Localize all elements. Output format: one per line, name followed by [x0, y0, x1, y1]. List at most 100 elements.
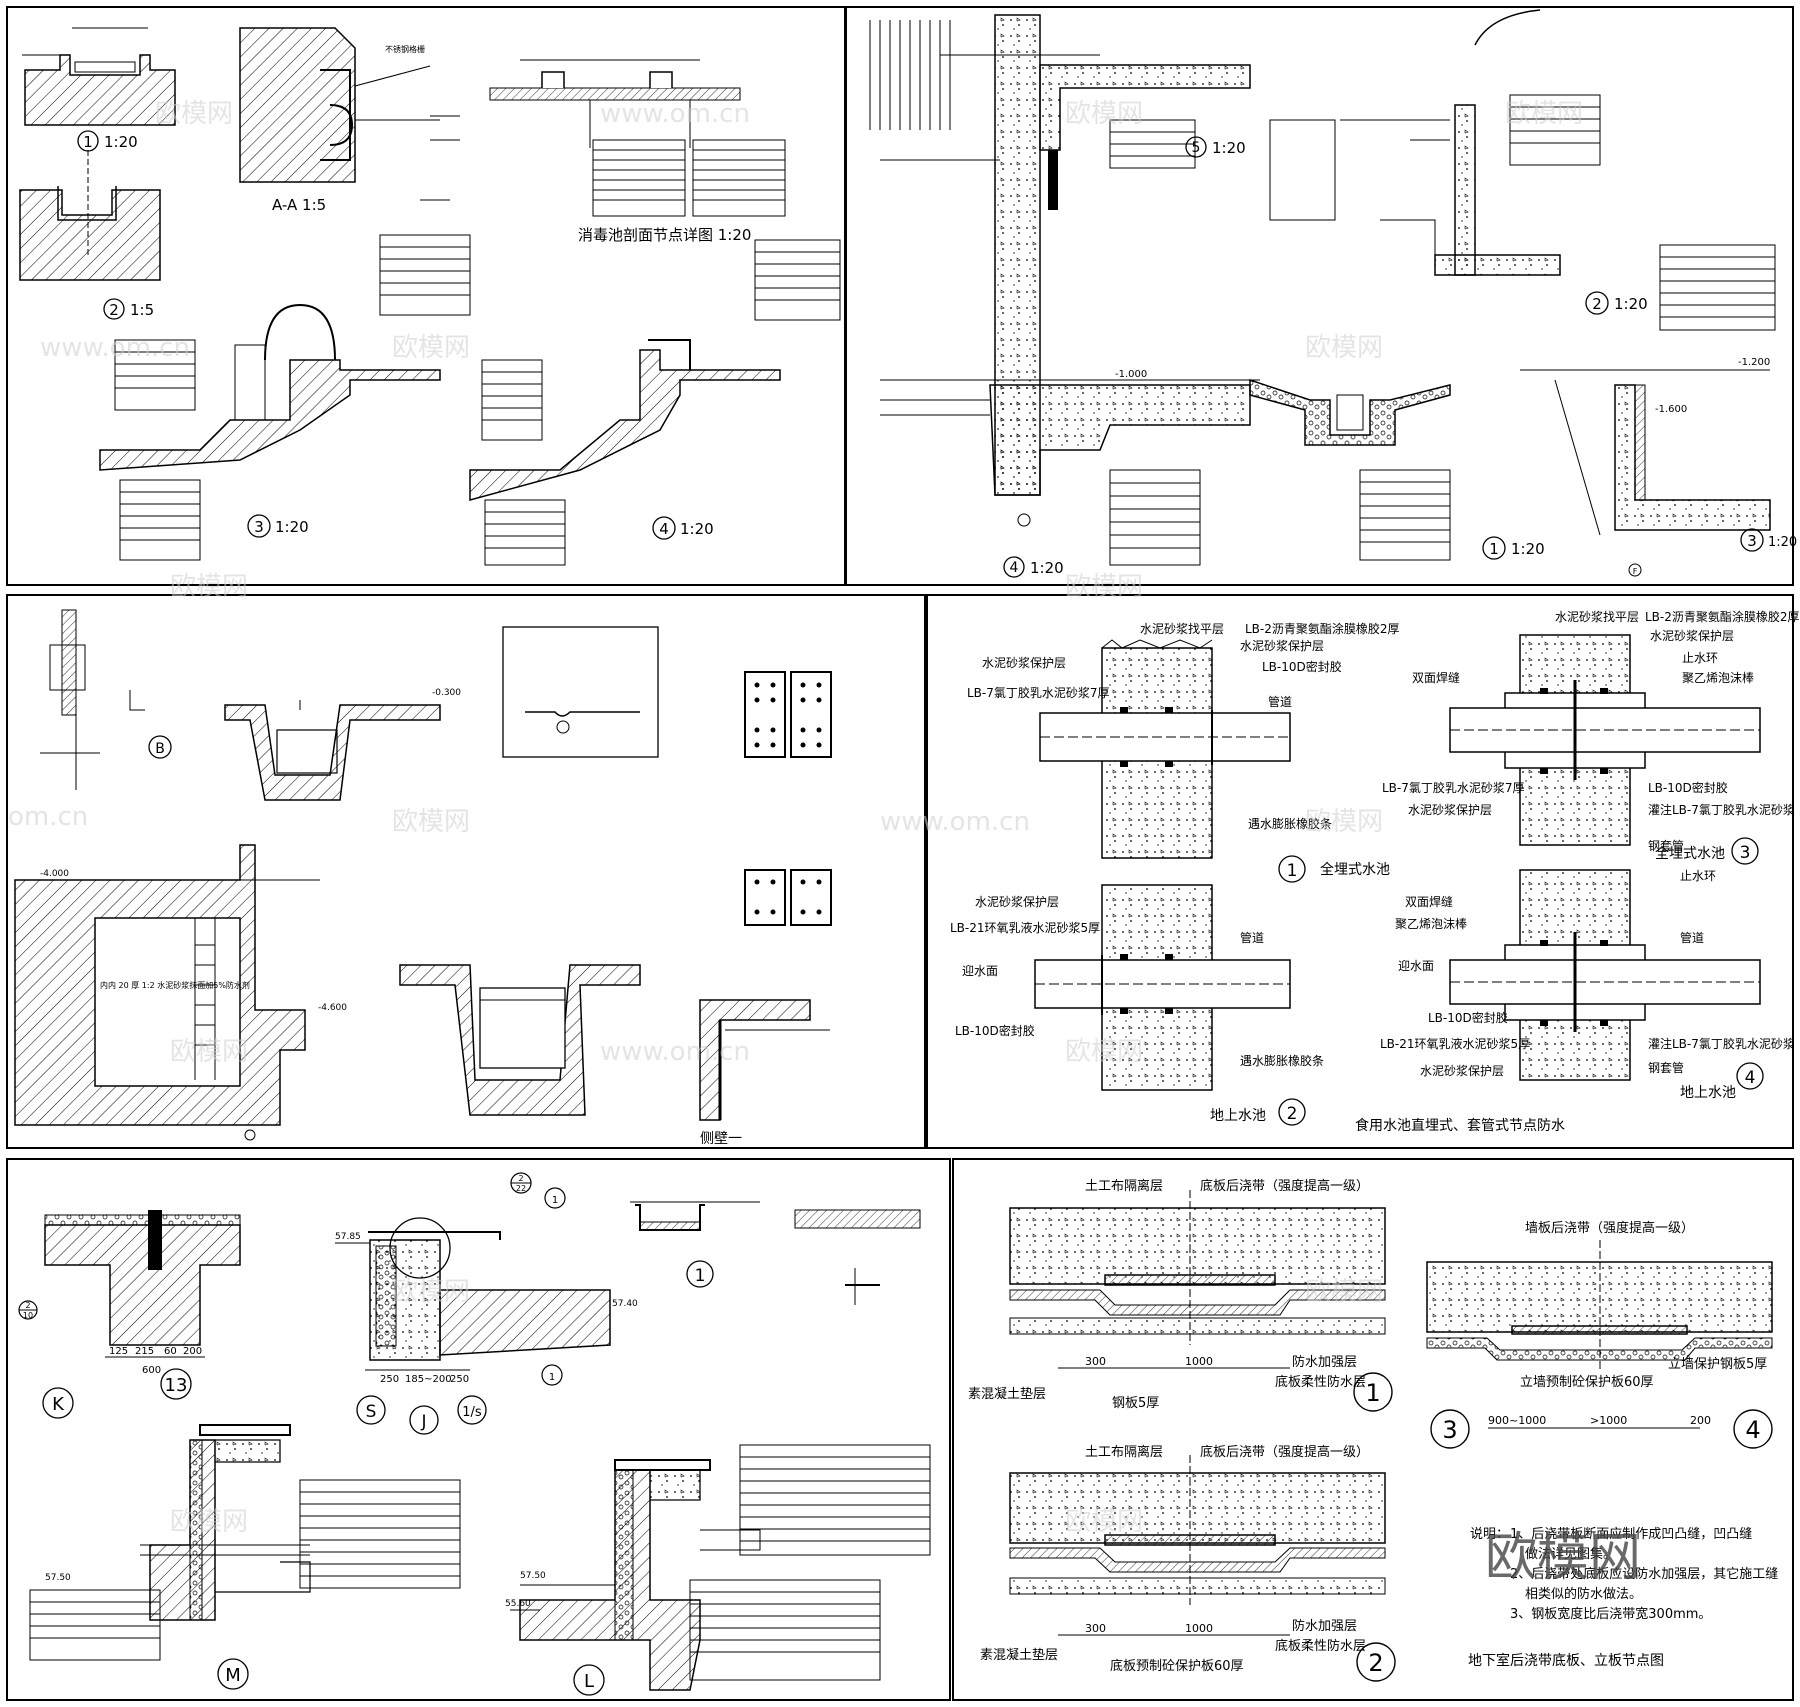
layer-label: LB-2沥青聚氨酯涂膜橡胶2厚: [1645, 609, 1800, 624]
large-tank: [14, 844, 320, 1141]
detail-marker-number: 1: [1365, 1379, 1380, 1407]
watermark-domain: www.om.cn: [880, 807, 1030, 837]
dimension: >1000: [1590, 1414, 1627, 1427]
side-wall-detail: [699, 999, 830, 1121]
layer-label: LB-21环氧乳液水泥砂浆5厚: [950, 920, 1100, 935]
detail-marker-number: S: [366, 1402, 377, 1422]
panel-title: 地下室后浇带底板、立板节点图: [1468, 1652, 1664, 1669]
watermark-brand: 欧模网: [155, 99, 233, 129]
detail-b: [40, 609, 145, 790]
layer-label: 水泥砂浆保护层: [982, 655, 1066, 670]
detail-l: [510, 1459, 761, 1691]
vertical-notes: [869, 20, 951, 130]
layer-label: 水泥砂浆找平层: [1140, 621, 1224, 636]
pit-3-section: [1520, 369, 1771, 577]
detail-marker-number: 3: [1740, 843, 1751, 863]
detail-3-section: [99, 234, 471, 561]
layer-label: LB-10D密封胶: [1262, 659, 1342, 674]
detail-marker-number: 2: [1592, 295, 1602, 313]
pipe-detail-3: [1449, 634, 1761, 846]
panel-frame: [6, 1158, 951, 1701]
panel-frame: [926, 594, 1794, 1149]
strip-detail-34: [1426, 1240, 1773, 1429]
layer-label: 钢套管: [1648, 838, 1684, 853]
detail-marker: [1736, 1062, 1764, 1090]
elevation-label: 57.50: [520, 1571, 546, 1581]
detail-marker: [686, 1260, 714, 1288]
layer-label: 止水环: [1680, 869, 1716, 883]
detail-marker: [457, 1395, 487, 1425]
detail-marker-number: 4: [1745, 1416, 1760, 1444]
detail-marker: [1740, 528, 1764, 552]
detail-marker: [1356, 1642, 1396, 1682]
detail-marker: [573, 1664, 605, 1696]
detail-k: [44, 1210, 241, 1358]
detail-marker: [103, 298, 125, 320]
detail-marker-number: 5: [1192, 140, 1201, 156]
layer-label: LB-7氯丁胶乳水泥砂浆7厚: [1382, 780, 1525, 795]
pipe-detail-4: [1449, 869, 1761, 1081]
detail-marker-number: K: [52, 1394, 65, 1415]
watermark-brand: 欧模网: [170, 572, 248, 602]
detail-marker: [1278, 855, 1306, 883]
water-face-label: 迎水面: [962, 964, 998, 978]
water-face-label: 迎水面: [1398, 959, 1434, 973]
layer-label: 遇水膨胀橡胶条: [1240, 1053, 1324, 1068]
detail-marker-number: 1: [552, 1195, 558, 1206]
side-wall-label: 侧壁一: [700, 1131, 742, 1147]
dimension: 300: [1085, 1622, 1106, 1635]
small-detail-box: [502, 626, 659, 758]
layer-label: LB-10D密封胶: [1428, 1010, 1508, 1025]
flange-plates: [744, 671, 832, 926]
layer-label: 立墙保护钢板5厚: [1668, 1357, 1767, 1372]
pipe-detail-2: [1034, 884, 1291, 1091]
panel-basement-walls: 5 1:20 -1.000 4 1:20: [869, 9, 1797, 578]
drain-trench: [1249, 378, 1451, 561]
detail-marker: [652, 516, 676, 540]
dimension: 1000: [1185, 1622, 1213, 1635]
watermark-brand: 欧模网: [1065, 572, 1143, 602]
detail-marker-number: M: [225, 1665, 241, 1686]
watermark-brand: 欧模网: [1505, 99, 1583, 129]
layer-label: LB-7氯丁胶乳水泥砂浆7厚: [967, 685, 1110, 700]
aa-section: [239, 27, 460, 201]
layer-label: 土工布隔离层: [1085, 1444, 1163, 1460]
detail-marker-number: 2: [25, 1301, 30, 1310]
panel-frame: [952, 1158, 1794, 1701]
detail-marker: [356, 1395, 386, 1425]
layer-label: 水泥砂浆保护层: [1408, 802, 1492, 817]
layer-label: 聚乙烯泡沫棒: [1395, 917, 1467, 931]
detail-marker-number: B: [155, 741, 165, 757]
detail-marker-number: 3: [254, 518, 264, 536]
detail-scale: 1:20: [104, 133, 138, 151]
dimension: 250: [380, 1374, 399, 1385]
layer-label: 底板后浇带（强度提高一级）: [1200, 1178, 1369, 1194]
layer-label: 双面焊缝: [1405, 894, 1453, 909]
layer-label: LB-10D密封胶: [955, 1023, 1035, 1038]
spec-table-right: [1659, 244, 1776, 331]
layer-label: 素混凝土垫层: [980, 1647, 1058, 1663]
note-line: 2、后浇带处底板应设防水加强层，其它施工缝: [1510, 1566, 1778, 1582]
detail-marker-number: 4: [659, 520, 669, 538]
layer-label: LB-10D密封胶: [1648, 780, 1728, 795]
detail-marker-number: 1: [1489, 540, 1499, 558]
wall-5-legend: [1109, 119, 1196, 169]
detail-marker: [544, 1187, 566, 1209]
pool-section-top: [489, 59, 741, 148]
sump-section: [399, 964, 641, 1116]
dimension: 200: [183, 1346, 202, 1357]
layer-label: 墙板后浇带（强度提高一级）: [1525, 1220, 1694, 1236]
watermark-brand: 欧模网: [170, 1507, 248, 1537]
detail-marker-sheet: 10: [23, 1311, 33, 1320]
layer-label: 底板柔性防水层: [1275, 1374, 1366, 1390]
dimension: 60: [164, 1346, 177, 1357]
callout-label: 不锈钢格栅: [385, 44, 425, 54]
detail-marker-number: 2: [1368, 1649, 1383, 1677]
note-line: 说明：: [1470, 1527, 1509, 1542]
detail-1-section: [22, 27, 176, 126]
layer-label: LB-21环氧乳液水泥砂浆5厚: [1380, 1036, 1530, 1051]
detail-marker: [1353, 1372, 1393, 1412]
detail-marker-number: 1: [695, 1266, 706, 1286]
detail-2-section: [19, 150, 161, 281]
detail-caption: 地上水池: [1210, 1108, 1266, 1124]
